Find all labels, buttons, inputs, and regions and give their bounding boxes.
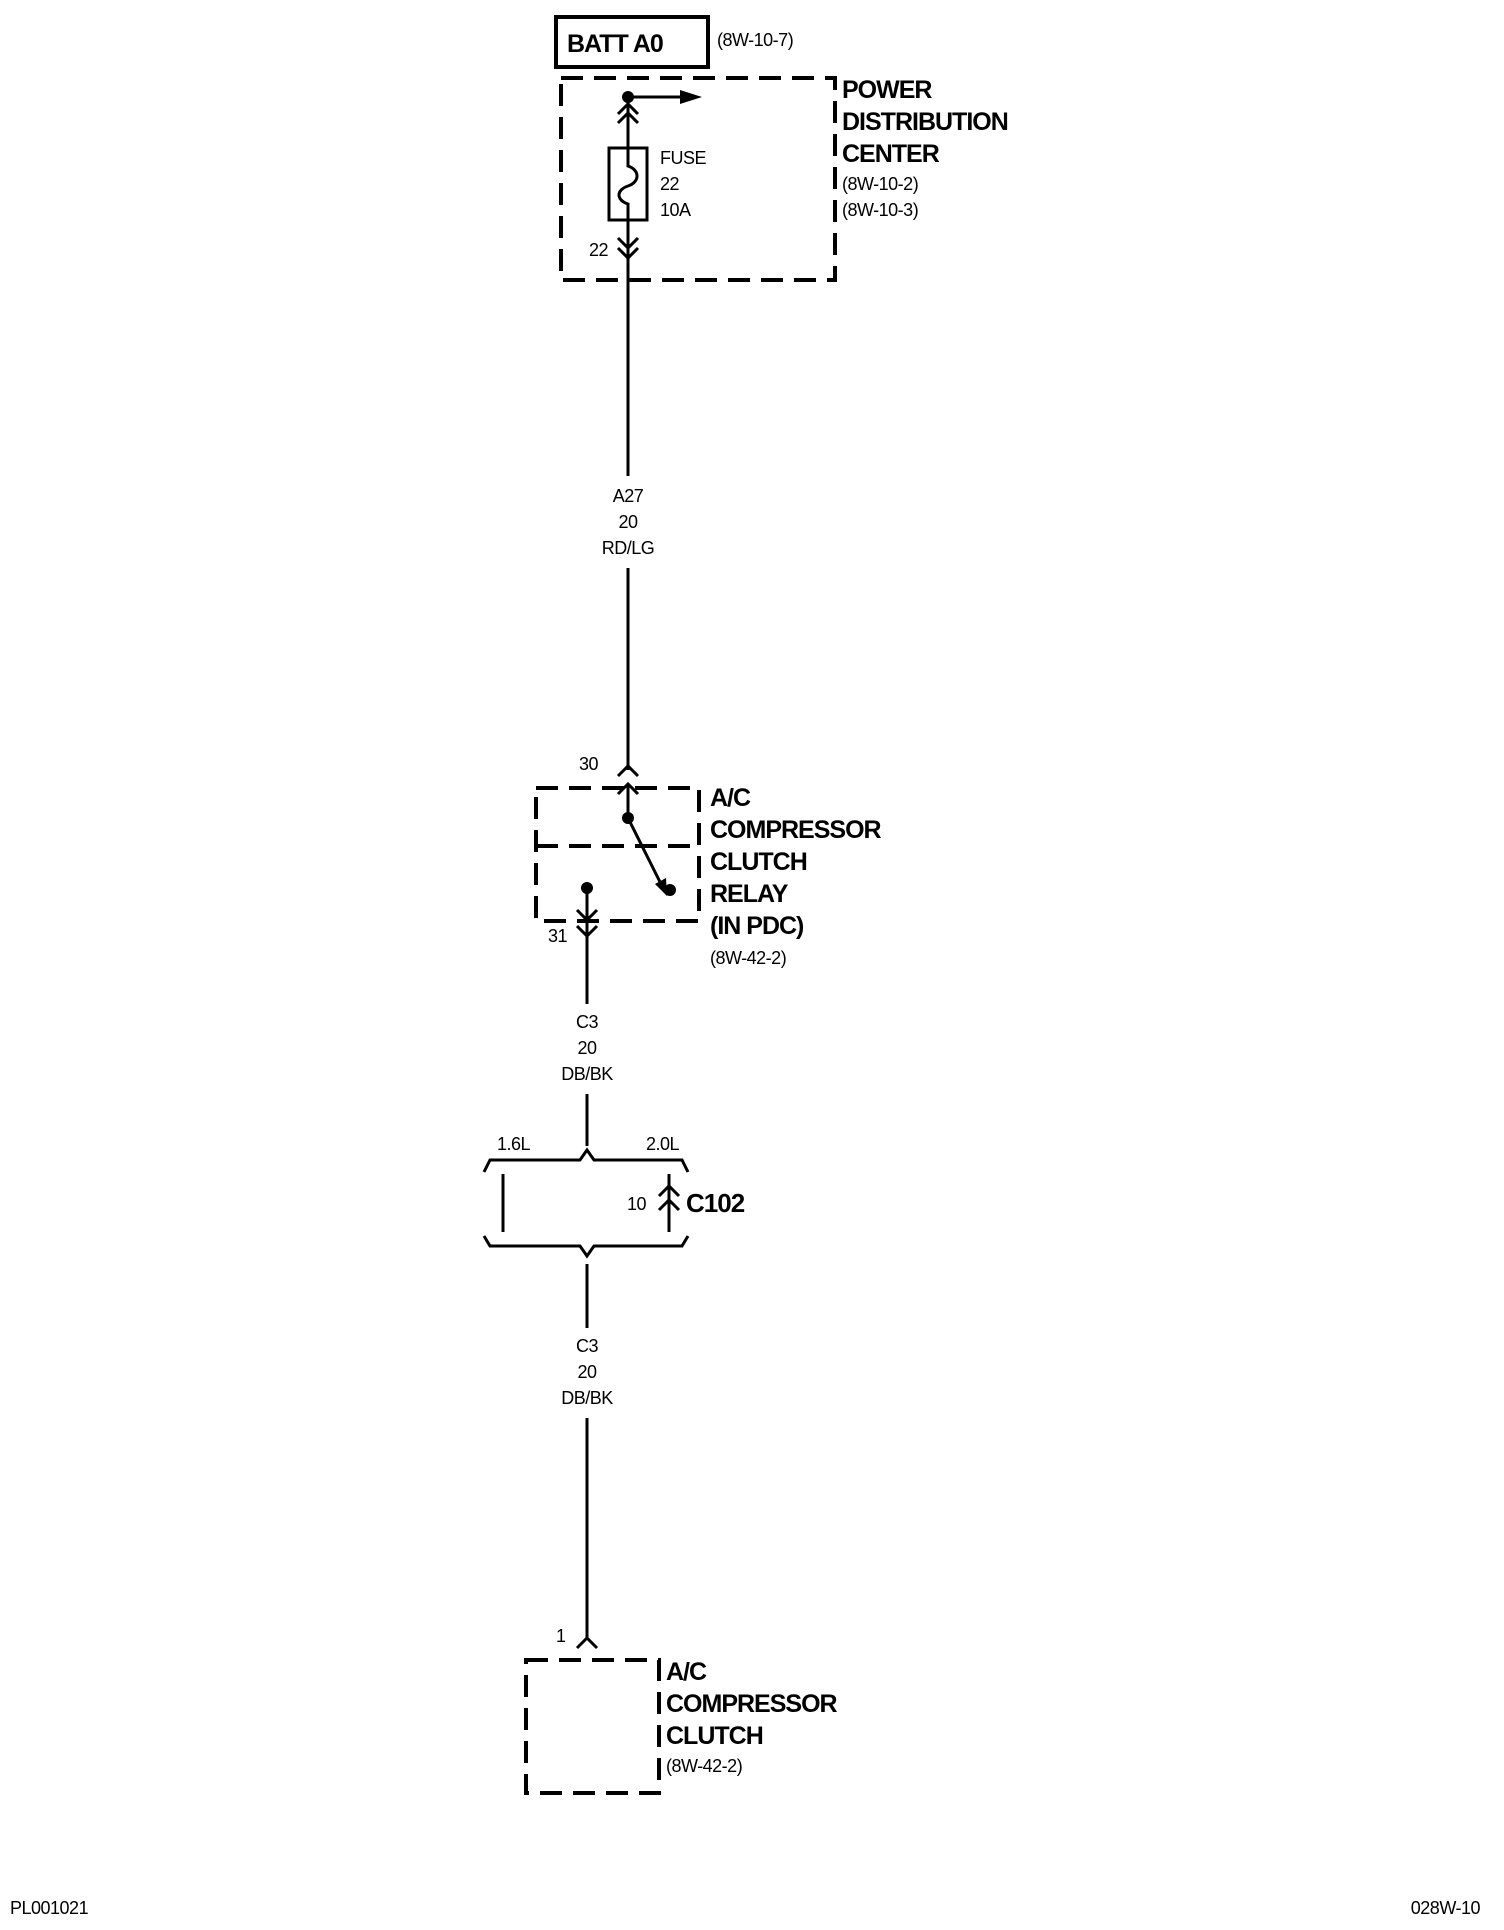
pdc-box [559,76,837,282]
fuse-label-2: 22 [660,174,680,194]
relay-title-1: A/C [710,784,751,812]
wire-c3-upper-gauge: 20 [577,1038,597,1058]
relay-contact-no [664,884,676,896]
pdc-ref-2: (8W-10-3) [842,200,918,220]
pdc-title-1: POWER [842,76,932,104]
variant-left: 1.6L [497,1134,531,1154]
wire-c3-upper-id: C3 [576,1012,598,1032]
wire-a27-id: A27 [613,486,644,506]
wire-c3-lower-color: DB/BK [561,1388,613,1408]
variant-brace-top [482,1147,690,1173]
relay-title-5: (IN PDC) [710,912,804,940]
clutch-pin-1: 1 [556,1626,566,1646]
relay-title-3: CLUTCH [710,848,807,876]
fuse-label-1: FUSE [660,148,707,168]
clutch-title-3: CLUTCH [666,1722,763,1750]
clutch-box [524,1658,661,1795]
relay-title-2: COMPRESSOR [710,816,882,844]
variant-brace-bottom [482,1235,690,1259]
wire-a27-gauge: 20 [618,512,638,532]
batt-label: BATT A0 [567,30,663,58]
wire-a27-color: RD/LG [602,538,655,558]
footer-right-id: 028W-10 [1411,1898,1481,1918]
relay-title-4: RELAY [710,880,789,908]
wire-c3-lower-gauge: 20 [577,1362,597,1382]
pdc-title-2: DISTRIBUTION [842,108,1008,136]
fuse-label-3: 10A [660,200,691,220]
bus-arrow-icon [680,90,702,104]
batt-ref: (8W-10-7) [717,30,793,50]
relay-arm-arrow-icon [655,878,667,896]
relay-box [534,786,701,923]
pdc-pin-22: 22 [589,240,609,260]
pdc-title-3: CENTER [842,140,940,168]
clutch-ref: (8W-42-2) [666,1756,742,1776]
relay-pin-30: 30 [579,754,599,774]
wire-c3-upper-color: DB/BK [561,1064,613,1084]
c102-label: C102 [686,1188,745,1218]
clutch-title-2: COMPRESSOR [666,1690,838,1718]
relay-pin-31: 31 [548,926,568,946]
pdc-ref-1: (8W-10-2) [842,174,918,194]
clutch-title-1: A/C [666,1658,707,1686]
batt-box [554,15,710,69]
relay-ref: (8W-42-2) [710,948,786,968]
c102-pin-10: 10 [627,1194,647,1214]
footer-left-id: PL001021 [10,1898,89,1918]
wire-c3-lower-id: C3 [576,1336,598,1356]
variant-right: 2.0L [646,1134,680,1154]
